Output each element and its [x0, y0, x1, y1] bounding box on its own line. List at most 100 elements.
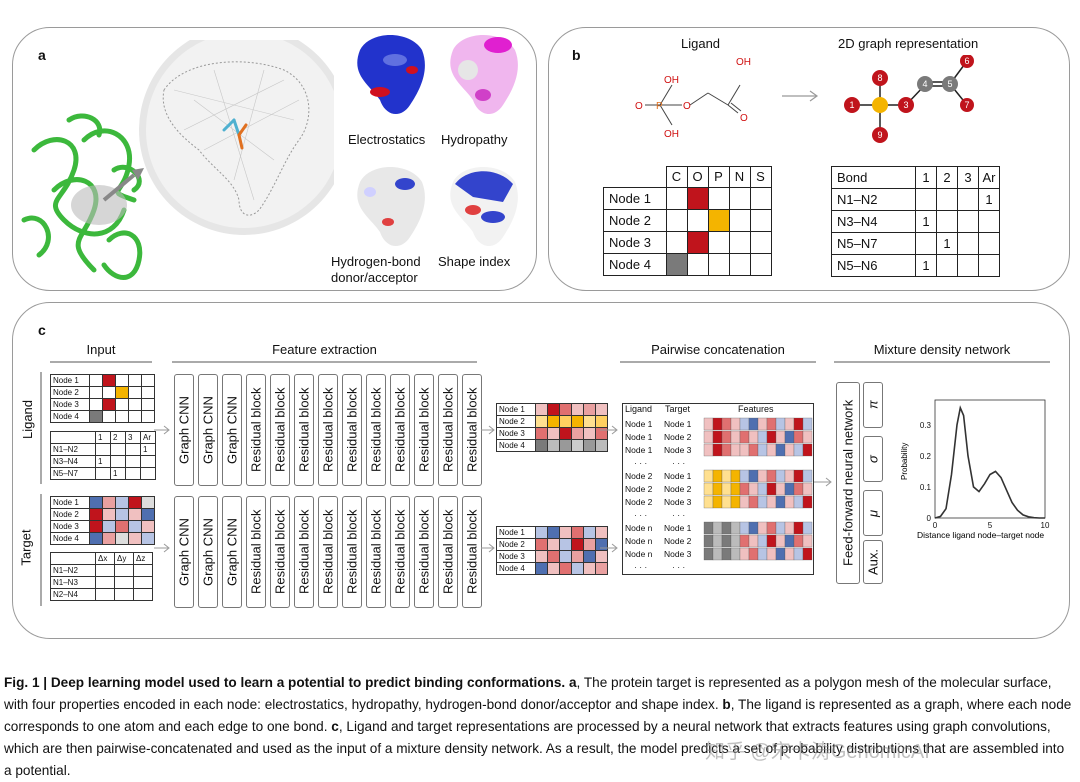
lig-residual-block: Residual block: [342, 374, 362, 486]
feature-cell: [712, 521, 723, 535]
graph-node-4: 4: [922, 79, 927, 89]
svg-text:Node 1: Node 1: [625, 419, 653, 429]
lig-residual-block: Residual block: [390, 374, 410, 486]
graph-node-5: 5: [947, 79, 952, 89]
feature-cell: [766, 469, 777, 483]
tgt-residual-block: Residual block: [270, 496, 290, 608]
bond-row: N1–N2: [831, 188, 916, 211]
plot-xtick: 10: [1041, 521, 1050, 530]
feature-cell: [739, 469, 750, 483]
feature-cell: [721, 443, 732, 457]
graph-node-8: 8: [877, 73, 882, 83]
feature-cell: [739, 547, 750, 561]
feature-cell: [766, 417, 777, 431]
graph-node-6: 6: [964, 56, 969, 66]
graph-node-9: 9: [877, 130, 882, 140]
feature-cell: [712, 417, 723, 431]
feature-cell: [712, 495, 723, 509]
feature-cell: [712, 482, 723, 496]
tgt-residual-block: Residual block: [390, 496, 410, 608]
svg-text:Node 2: Node 2: [625, 471, 653, 481]
tgt-residual-block: Residual block: [318, 496, 338, 608]
feature-cell: [739, 534, 750, 548]
pi-block: π: [863, 382, 883, 428]
col-s: S: [749, 166, 772, 188]
plot-ylabel: Probability: [900, 443, 909, 480]
tgt-residual-block: Residual block: [414, 496, 434, 608]
header-mdn: Mixture density network: [873, 342, 1011, 357]
in-lig-node: Node 2: [50, 386, 90, 399]
feature-cell: [712, 443, 723, 457]
transform-arrow: [782, 90, 819, 102]
target-embeddings: Node 1 Node 2 Node 3 Node 4: [496, 526, 608, 575]
svg-text:· · ·: · · ·: [634, 510, 647, 520]
feature-cell: [730, 482, 741, 496]
header-mdn-rule: [834, 361, 1050, 363]
in-lig-node: Node 1: [50, 374, 90, 387]
feature-cell: [775, 430, 786, 444]
row-node-4: Node 4: [603, 252, 667, 276]
svg-text:Node 1: Node 1: [664, 471, 692, 481]
feature-cell: [784, 469, 795, 483]
feature-cell: [793, 482, 804, 496]
feature-cell: [703, 443, 714, 457]
svg-text:· · ·: · · ·: [634, 458, 647, 468]
feature-cell: [802, 534, 813, 548]
feature-cell: [766, 521, 777, 535]
feature-cell: [802, 495, 813, 509]
bond-header: Bond: [831, 166, 916, 189]
lig-residual-block: Residual block: [414, 374, 434, 486]
feature-cell: [757, 495, 768, 509]
feature-cell: [703, 521, 714, 535]
feature-cell: [766, 430, 777, 444]
feature-cell: [703, 417, 714, 431]
probability-curve: [934, 405, 1045, 519]
feature-cell: [793, 443, 804, 457]
graph-title: 2D graph representation: [838, 36, 979, 51]
ligand-oh-2: OH: [664, 129, 679, 140]
feature-cell: [721, 430, 732, 444]
header-input-rule: [50, 361, 152, 363]
feature-cell: [739, 417, 750, 431]
feature-cell: [766, 443, 777, 457]
feature-cell: [775, 495, 786, 509]
feature-cell: [793, 430, 804, 444]
feature-cell: [748, 482, 759, 496]
feature-cell: [775, 469, 786, 483]
sigma-block: σ: [863, 436, 883, 482]
graph-node-7: 7: [964, 100, 969, 110]
feature-cell: [775, 443, 786, 457]
feature-cell: [793, 521, 804, 535]
svg-text:Node 2: Node 2: [664, 536, 692, 546]
feature-cell: [721, 534, 732, 548]
feature-cell: [730, 417, 741, 431]
protein-illustration: [21, 40, 334, 280]
svg-text:· · ·: · · ·: [672, 510, 685, 520]
svg-text:· · ·: · · ·: [672, 458, 685, 468]
tgt-residual-block: Residual block: [294, 496, 314, 608]
feature-cell: [757, 417, 768, 431]
tgt-residual-block: Residual block: [462, 496, 482, 608]
header-pairwise: Pairwise concatenation: [651, 342, 785, 357]
row-node-2: Node 2: [603, 208, 667, 232]
feature-cell: [757, 534, 768, 548]
in-tgt-node: Node 1: [50, 496, 90, 509]
lig-graph-cnn-1: Graph CNN: [174, 374, 194, 486]
feature-cell: [730, 443, 741, 457]
ligand-oh-1: OH: [664, 75, 679, 86]
plot-ytick: 0.1: [920, 483, 932, 492]
feature-cell: [775, 547, 786, 561]
feature-cell: [784, 521, 795, 535]
tgt-residual-block: Residual block: [366, 496, 386, 608]
ligand-bracket: [40, 372, 46, 484]
feature-cell: [802, 521, 813, 535]
feature-cell: [775, 534, 786, 548]
row-node-3: Node 3: [603, 230, 667, 254]
feature-cell: [802, 547, 813, 561]
bond-col-3: 3: [957, 166, 979, 189]
feature-cell: [712, 430, 723, 444]
feature-cell: [757, 482, 768, 496]
feature-cell: [784, 547, 795, 561]
feature-cell: [793, 534, 804, 548]
